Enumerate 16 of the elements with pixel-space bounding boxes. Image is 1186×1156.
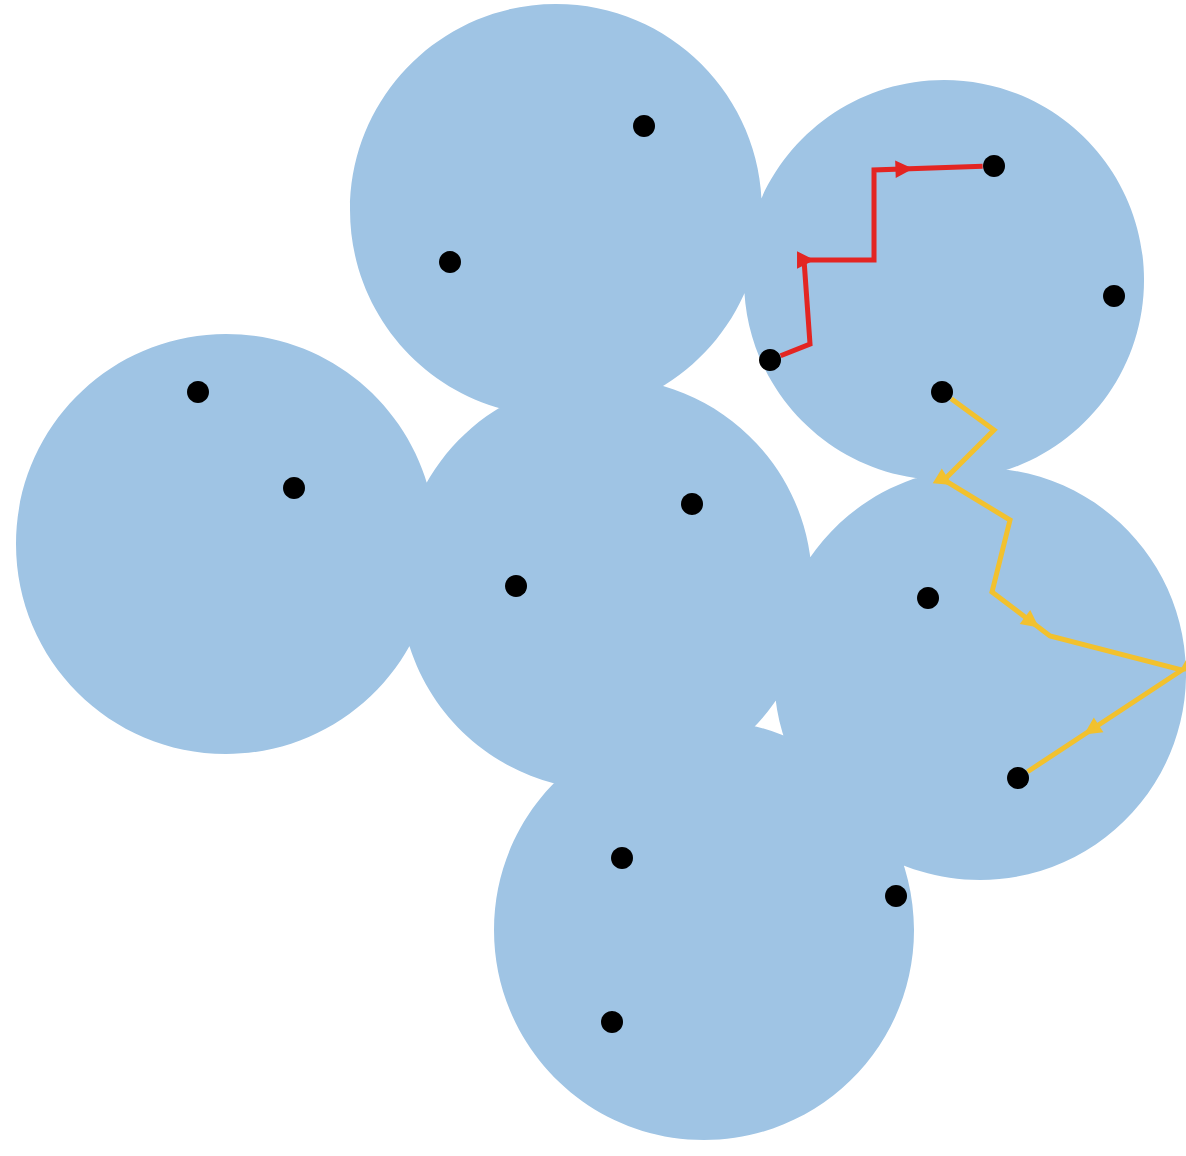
point-dot [931,381,953,403]
point-dot [633,115,655,137]
point-dot [1103,285,1125,307]
point-dot [983,155,1005,177]
point-dot [601,1011,623,1033]
point-dot [505,575,527,597]
path-arrow [779,160,983,359]
point-dot [759,349,781,371]
point-dot [187,381,209,403]
point-dot [1007,767,1029,789]
point-dot [885,885,907,907]
point-dot [283,477,305,499]
point-dot [917,587,939,609]
point-dot [681,493,703,515]
point-dot [439,251,461,273]
point-dot [611,847,633,869]
